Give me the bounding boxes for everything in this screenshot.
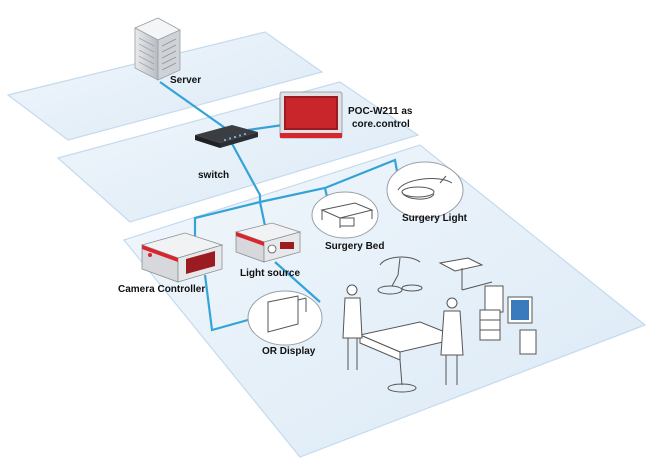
- switch-icon: [195, 125, 258, 148]
- or-display-icon: [247, 290, 323, 346]
- or-display-label: OR Display: [262, 346, 316, 357]
- light-source-label: Light source: [240, 268, 301, 279]
- switch-label: switch: [198, 170, 230, 181]
- operating-room-scene-illustration: [342, 256, 537, 393]
- surgery-bed-icon: [311, 191, 379, 239]
- server-icon: [134, 17, 181, 81]
- surgery-light-icon: [386, 161, 464, 219]
- device-layer: [122, 144, 647, 458]
- panel-pc-icon: [279, 91, 343, 139]
- surgery-light-label: Surgery Light: [402, 213, 468, 224]
- surgery-bed-label: Surgery Bed: [325, 241, 385, 252]
- panel-pc-label-line1: POC-W211 as: [348, 106, 413, 117]
- light-source-icon: [234, 222, 302, 263]
- server-label: Server: [170, 75, 202, 86]
- panel-pc-label-line2: core.control: [352, 119, 410, 130]
- camera-controller-label: Camera Controller: [118, 284, 206, 295]
- camera-controller-icon: [140, 232, 224, 283]
